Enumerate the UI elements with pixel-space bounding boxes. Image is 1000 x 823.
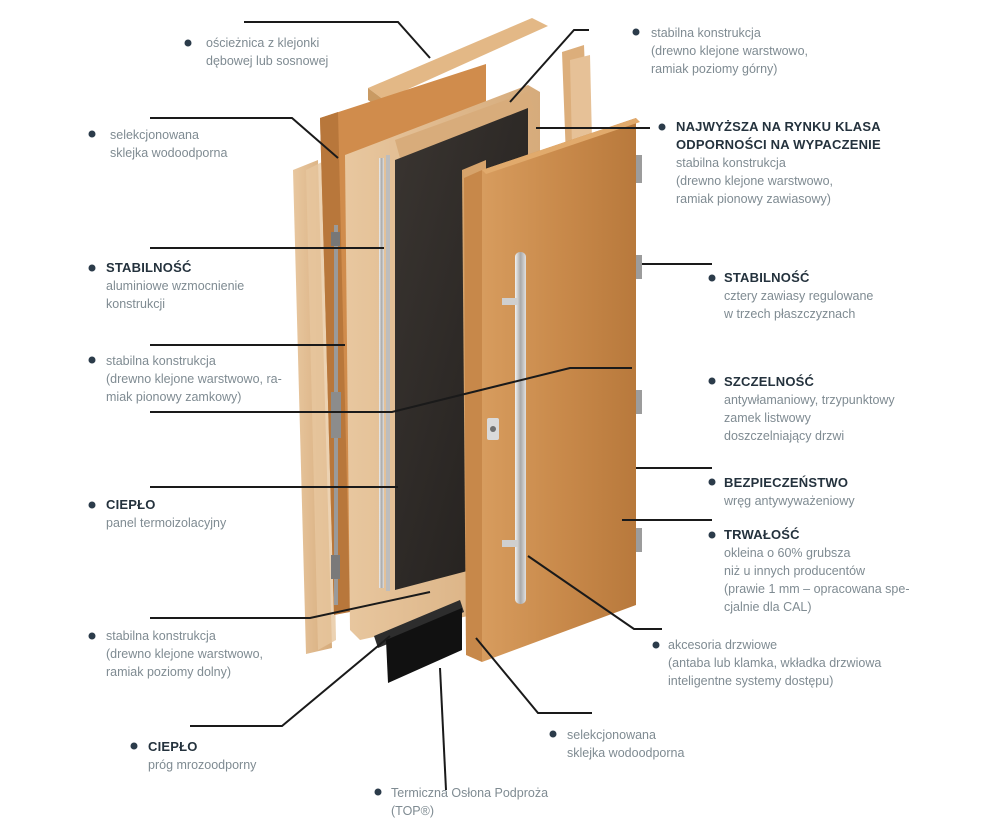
callout-title: CIEPŁO [106,497,156,512]
callout-warmth-panel: CIEPŁO panel termoizolacyjny [106,496,226,532]
callout-title: STABILNOŚĆ [724,270,810,285]
callout-desc: akcesoria drzwiowe (antaba lub klamka, w… [668,638,882,688]
callout-desc: antywłamaniowy, trzypunktowy zamek listw… [724,393,895,443]
leader-lines [150,21,712,791]
door-leaf [464,118,640,662]
callout-desc: stabilna konstrukcja (drewno klejone war… [651,26,809,76]
bullets [88,28,716,796]
callout-top-rail: stabilna konstrukcja (drewno klejone war… [651,24,808,78]
callout-title: SZCZELNOŚĆ [724,374,815,389]
callout-desc: stabilna konstrukcja (drewno klejone war… [106,629,264,679]
callout-warp-resistance: NAJWYŻSZA NA RYNKU KLASA ODPORNOŚCI NA W… [676,118,900,208]
callout-stability-hinges: STABILNOŚĆ cztery zawiasy regulowane w t… [724,269,873,323]
threshold [374,600,464,683]
rear-frame-right-post [562,45,592,158]
callout-desc: próg mrozoodporny [148,758,257,772]
callout-security: BEZPIECZEŃSTWO wręg antywyważeniowy [724,474,855,510]
door-handle-bar [502,252,526,604]
callout-title: TRWAŁOŚĆ [724,527,800,542]
callout-bottom-rail: stabilna konstrukcja (drewno klejone war… [106,627,263,681]
callout-desc: selekcjonowana sklejka wodoodporna [567,728,685,760]
callout-warmth-threshold: CIEPŁO próg mrozoodporny [148,738,256,774]
callout-desc: Termiczna Osłona Podproża (TOP®) [391,786,549,818]
callout-desc: aluminiowe wzmocnienie konstrukcji [106,279,245,311]
aluminium-reinforcement [379,155,390,591]
callout-accessories: akcesoria drzwiowe (antaba lub klamka, w… [668,636,881,690]
callout-desc: cztery zawiasy regulowane w trzech płasz… [724,289,874,321]
callout-stability-aluminium: STABILNOŚĆ aluminiowe wzmocnienie konstr… [106,259,244,313]
callout-title: CIEPŁO [148,739,198,754]
callout-lock-stile: stabilna konstrukcja (drewno klejone war… [106,352,282,406]
callout-title: NAJWYŻSZA NA RYNKU KLASA ODPORNOŚCI NA W… [676,119,881,152]
callout-desc: okleina o 60% grubsza niż u innych produ… [724,546,910,614]
lock-cylinder [487,418,499,440]
callout-desc: wręg antywyważeniowy [724,494,855,508]
callout-plywood-top: selekcjonowana sklejka wodoodporna [110,126,227,162]
callout-title: STABILNOŚĆ [106,260,192,275]
callout-desc: stabilna konstrukcja (drewno klejone war… [676,156,834,206]
callout-desc: stabilna konstrukcja (drewno klejone war… [106,354,282,404]
lock-strip [331,225,341,605]
callout-plywood-bottom: selekcjonowana sklejka wodoodporna [567,726,684,762]
callout-tightness: SZCZELNOŚĆ antywłamaniowy, trzypunktowy … [724,373,895,445]
callout-desc: ościeżnica z klejonki dębowej lub sosnow… [206,36,329,68]
callout-frame: ościeżnica z klejonki dębowej lub sosnow… [206,34,328,70]
callout-desc: selekcjonowana sklejka wodoodporna [110,128,228,160]
callout-desc: panel termoizolacyjny [106,516,227,530]
callout-title: BEZPIECZEŃSTWO [724,475,849,490]
callout-thermal-threshold: Termiczna Osłona Podproża (TOP®) [391,784,548,820]
callout-durability: TRWAŁOŚĆ okleina o 60% grubsza niż u inn… [724,526,910,616]
hinges [636,155,642,552]
